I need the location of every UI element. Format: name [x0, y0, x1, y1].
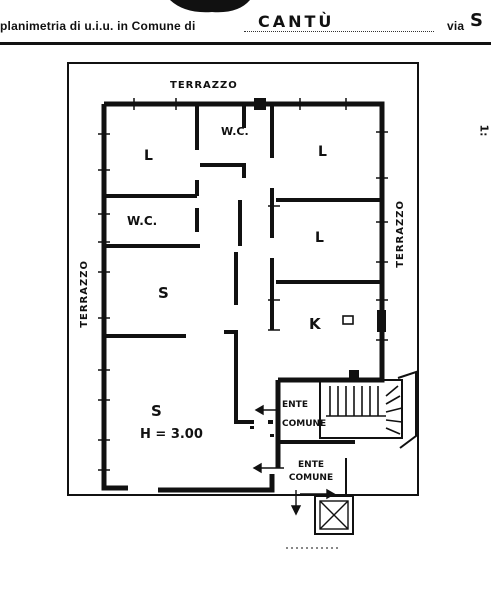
plan-header: planimetria di u.i.u. in Comune di CANTÙ… — [0, 0, 491, 46]
room-label-wc-top: W.C. — [221, 125, 249, 138]
room-label-living-upper: S — [158, 284, 169, 302]
terrace-label-left: TERRAZZO — [79, 260, 90, 328]
room-label-bedroom-nw: L — [144, 148, 153, 164]
header-rule — [0, 42, 491, 45]
common-area-stair-label: ENTE COMUNE — [282, 400, 327, 429]
header-via-initial: S — [470, 10, 486, 31]
common-area-ground-label: ENTE COMUNE — [288, 460, 334, 483]
room-label-kitchen: K — [309, 315, 321, 333]
room-label-living-lower: S — [151, 402, 162, 420]
room-label-bedroom-e: L — [315, 230, 324, 246]
terrace-label-top: TERRAZZO — [170, 80, 238, 91]
header-prefix: planimetria di u.i.u. in Comune di — [0, 19, 196, 33]
room-label-bedroom-ne: L — [318, 144, 327, 160]
header-via-label: via — [447, 19, 465, 33]
terrace-label-right: TERRAZZO — [395, 200, 406, 268]
room-label-wc-left: W.C. — [127, 214, 158, 228]
header-comune: CANTÙ — [258, 12, 335, 31]
header-dotted-line — [244, 31, 434, 32]
height-note: H = 3.00 — [140, 427, 203, 442]
